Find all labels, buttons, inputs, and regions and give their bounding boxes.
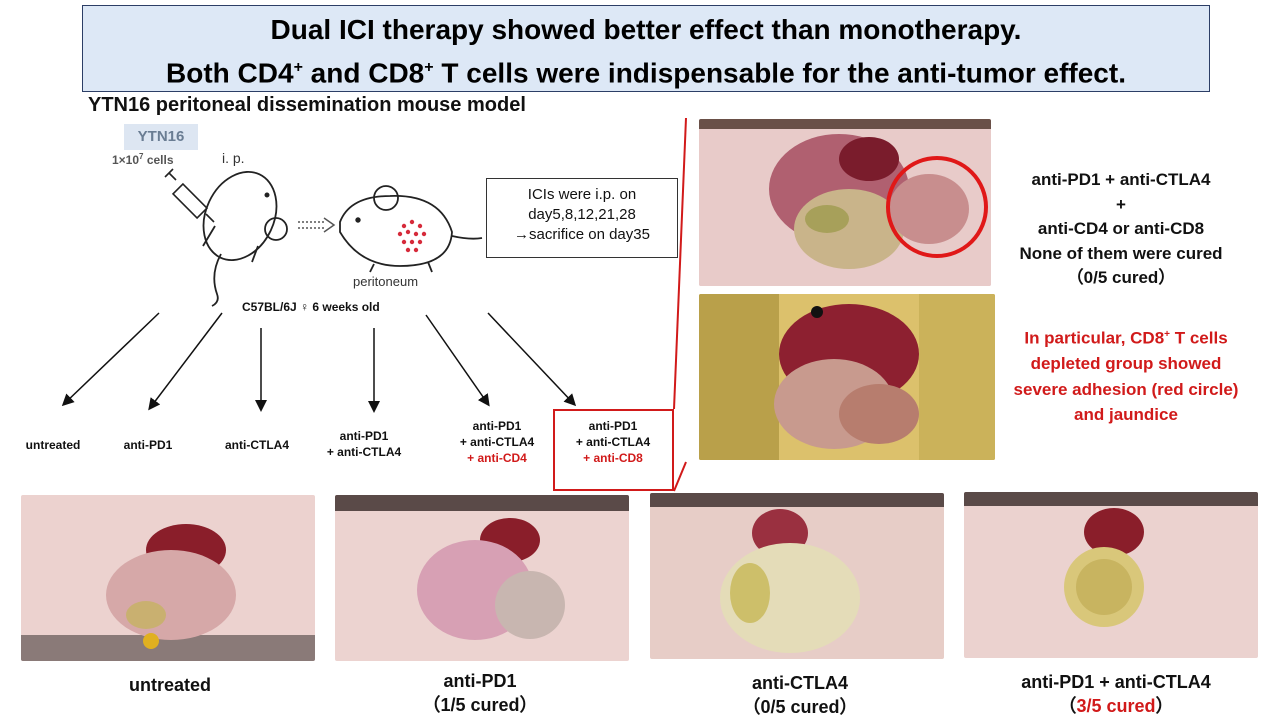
syringe-icon [164,168,215,223]
title-line-1: Dual ICI therapy showed better effect th… [270,14,1022,45]
strain-label: C57BL/6J ♀ 6 weeks old [242,300,380,314]
photo-combo [964,492,1258,658]
photo-anti-pd1 [335,495,629,661]
cell-line-label: YTN16 [124,124,198,150]
highlight-connectors [673,117,687,492]
photo-cd8-depleted [699,294,995,460]
group-untreated: untreated [25,438,81,452]
group-combo-cd8: anti-PD1+ anti-CTLA4+ anti-CD8 [575,419,651,465]
caption-anti-ctla4: anti-CTLA4 （0/5 cured） [742,673,858,717]
adhesion-red-circle [886,156,988,258]
photo-cd4-depleted [699,119,991,286]
transition-arrow-icon [298,217,336,233]
schedule-box: ICIs were i.p. on day5,8,12,21,28 →sacri… [486,178,678,258]
group-combo: anti-PD1+ anti-CTLA4 [326,429,402,459]
group-combo-cd4: anti-PD1+ anti-CTLA4+ anti-CD4 [459,419,535,465]
group-ctla4: anti-CTLA4 [225,438,289,452]
arrow-cd8 [487,312,577,407]
arrow-cd4 [425,314,490,407]
model-title: YTN16 peritoneal dissemination mouse mod… [88,94,526,116]
arrow-untreated [61,312,160,407]
right-panel-summary: anti-PD1 + anti-CTLA4 + anti-CD4 or anti… [1019,170,1223,287]
peritoneum-label: peritoneum [353,274,419,289]
title-line-2: Both CD4+ and CD8+ T cells were indispen… [166,57,1126,89]
caption-anti-pd1: anti-PD1 （1/5 cured） [422,671,538,715]
cell-count: 1×107 cells [112,152,174,167]
photo-anti-ctla4 [650,493,944,659]
group-pd1: anti-PD1 [123,438,173,452]
route-label: i. p. [222,150,245,166]
photo-untreated [21,495,315,661]
highlight-box-cd8 [553,409,674,491]
group-arrows [61,312,577,413]
caption-untreated: untreated [128,675,211,695]
mouse-injection-icon [202,171,288,307]
arrow-pd1 [148,312,223,411]
tumor-cells-icon [397,219,427,253]
mouse-tumor-icon [339,185,483,273]
right-panel-red-note: In particular, CD8+ T cells depleted gro… [1013,328,1239,425]
caption-combo: anti-PD1 + anti-CTLA4 （3/5 cured） [1021,672,1211,716]
title-box: Dual ICI therapy showed better effect th… [82,5,1210,92]
